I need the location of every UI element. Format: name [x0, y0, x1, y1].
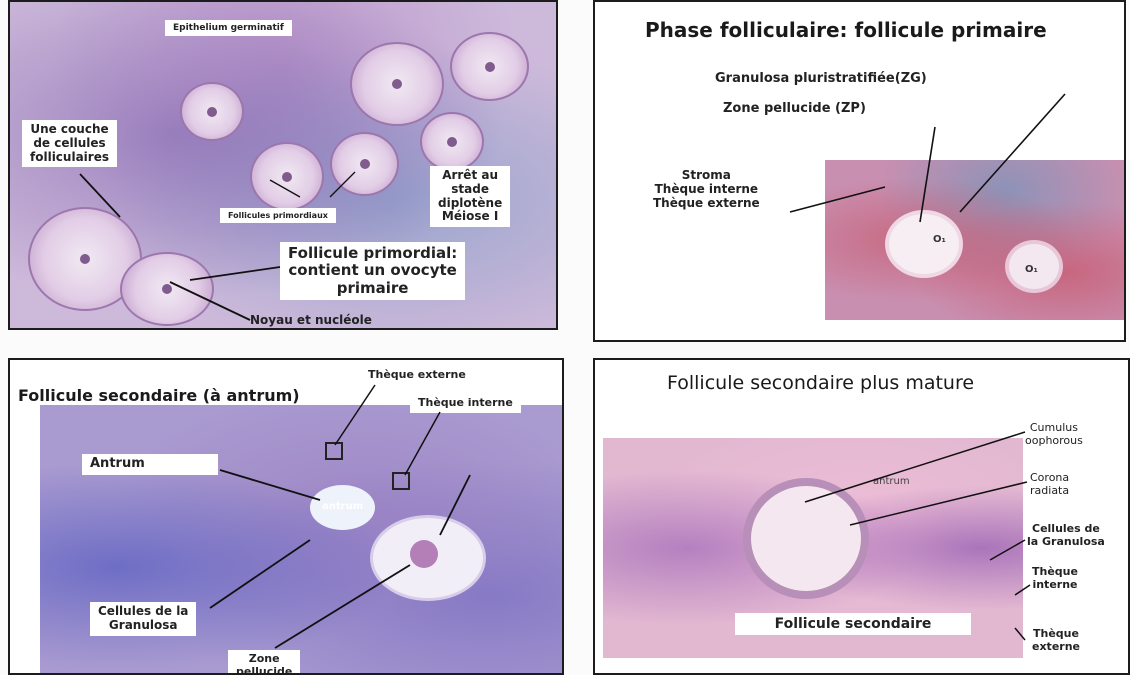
panel-d-title: Follicule secondaire plus mature — [667, 372, 974, 394]
label-stroma-theques: Stroma Thèque interne Thèque externe — [653, 169, 760, 210]
panel-b-title: Phase folliculaire: follicule primaire — [645, 18, 1047, 42]
label-antrum-inner: antrum — [322, 501, 363, 513]
panel-mature-secondary-follicle: Follicule secondaire plus mature antrum … — [593, 358, 1130, 675]
label-theque-interne-d: Thèque interne — [1032, 566, 1078, 591]
label-theque-interne-c: Thèque interne — [410, 394, 521, 413]
panel-primary-follicle: Phase folliculaire: follicule primaire G… — [593, 0, 1126, 342]
label-granulosa-d: Cellules de la Granulosa — [1027, 523, 1105, 548]
label-antrum-c: Antrum — [82, 454, 218, 475]
label-epithelium: Epithelium germinatif — [165, 20, 292, 36]
label-o1-second: O₁ — [1025, 264, 1038, 276]
label-nucleus: Noyau et nucléole — [250, 314, 372, 328]
panel-c-title: Follicule secondaire (à antrum) — [18, 386, 300, 405]
label-granulosa-c: Cellules de la Granulosa — [90, 602, 196, 636]
label-zone-pellucide-c: Zone pellucide — [228, 650, 300, 675]
label-corona: Corona radiata — [1030, 472, 1069, 497]
label-one-layer: Une couche de cellules folliculaires — [22, 120, 117, 167]
label-arrest: Arrêt au stade diplotène Méiose I — [430, 166, 510, 227]
label-theque-externe-c: Thèque externe — [360, 366, 474, 385]
micrograph-primary: O₁ O₁ — [825, 160, 1125, 320]
panel-primordial-follicle: Epithelium germinatif Une couche de cell… — [8, 0, 558, 330]
label-zone-pellucide-zp: Zone pellucide (ZP) — [723, 102, 866, 117]
label-cumulus: Cumulus oophorous — [1025, 422, 1083, 447]
label-theque-externe-d: Thèque externe — [1032, 628, 1080, 653]
label-primordial-follicle: Follicule primordial: contient un ovocyt… — [280, 242, 465, 300]
panel-antral-follicle: Follicule secondaire (à antrum) antrum T… — [8, 358, 564, 675]
label-granulosa-zg: Granulosa pluristratifiée(ZG) — [715, 72, 927, 87]
label-o1-first: O₁ — [933, 234, 946, 246]
label-follicule-secondaire: Follicule secondaire — [735, 613, 971, 635]
label-antrum-d: antrum — [873, 476, 910, 488]
label-primordial-follicles: Follicules primordiaux — [220, 208, 336, 223]
